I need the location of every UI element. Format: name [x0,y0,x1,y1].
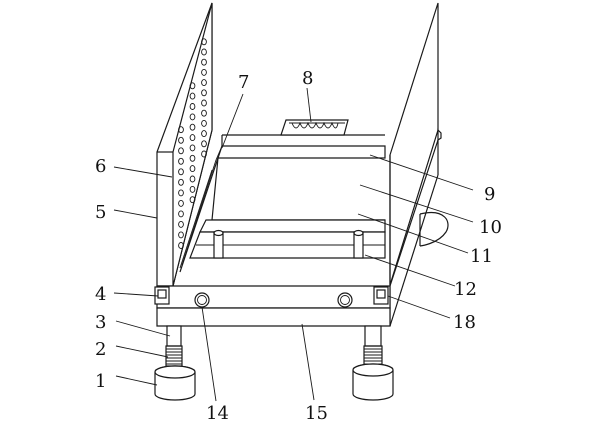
perforation-hole [189,165,196,173]
label-2: 2 [95,339,106,360]
perforation-hole [189,113,196,121]
perforation-hole [201,58,207,66]
sliding-rods [213,229,364,259]
perforation-hole [201,130,207,138]
perforation-hole [189,196,196,204]
label-18: 18 [453,312,476,333]
rear-frame [221,134,385,146]
perforation-hole [189,92,196,100]
label-9: 9 [484,184,495,205]
perforation-hole [201,109,207,117]
perforation-hole [178,126,184,134]
perforation-hole [178,242,184,249]
perforation-hole [189,144,196,152]
perforation-hole [189,134,196,142]
perforation-hole [201,119,207,127]
label-4: 4 [95,284,106,305]
perforation-hole [189,154,196,162]
perforation-hole [178,157,184,165]
label-8: 8 [302,68,313,89]
perforation-hole [189,185,196,193]
perforation-holes [178,38,207,249]
base-frame [156,139,439,327]
label-10: 10 [479,217,502,238]
label-1: 1 [95,371,106,392]
label-11: 11 [470,246,493,267]
perforation-hole [178,168,184,176]
perforation-hole [201,150,207,158]
perforation-hole [189,103,196,110]
perforation-hole [201,89,207,97]
leader-lines [113,87,474,402]
right-leg [352,325,394,401]
perforation-hole [189,175,196,183]
perforation-hole [178,231,184,239]
corner-clamps [154,286,389,305]
handle [280,119,349,136]
perforation-hole [178,136,184,144]
part-labels: 1 2 3 4 5 6 7 8 9 10 11 12 14 15 18 [95,68,502,424]
perforation-hole [201,68,207,76]
label-12: 12 [454,279,477,300]
perforation-hole [201,99,207,107]
perforation-hole [178,199,184,207]
inner-tray [179,145,386,273]
perforation-hole [201,79,207,87]
perforation-hole [201,140,207,148]
perforation-hole [201,48,207,56]
perforation-hole [178,178,184,186]
left-leg [154,325,196,401]
label-5: 5 [95,202,106,223]
label-15: 15 [305,403,328,424]
perforation-hole [178,210,184,218]
perforation-hole [201,38,207,46]
perforation-hole [178,220,184,228]
label-3: 3 [95,312,106,333]
perforation-hole [178,147,184,155]
label-7: 7 [238,72,249,93]
perforation-hole [178,189,184,197]
perforation-hole [189,82,196,90]
label-6: 6 [95,156,106,177]
perforation-hole [189,123,196,131]
label-14: 14 [206,403,229,424]
